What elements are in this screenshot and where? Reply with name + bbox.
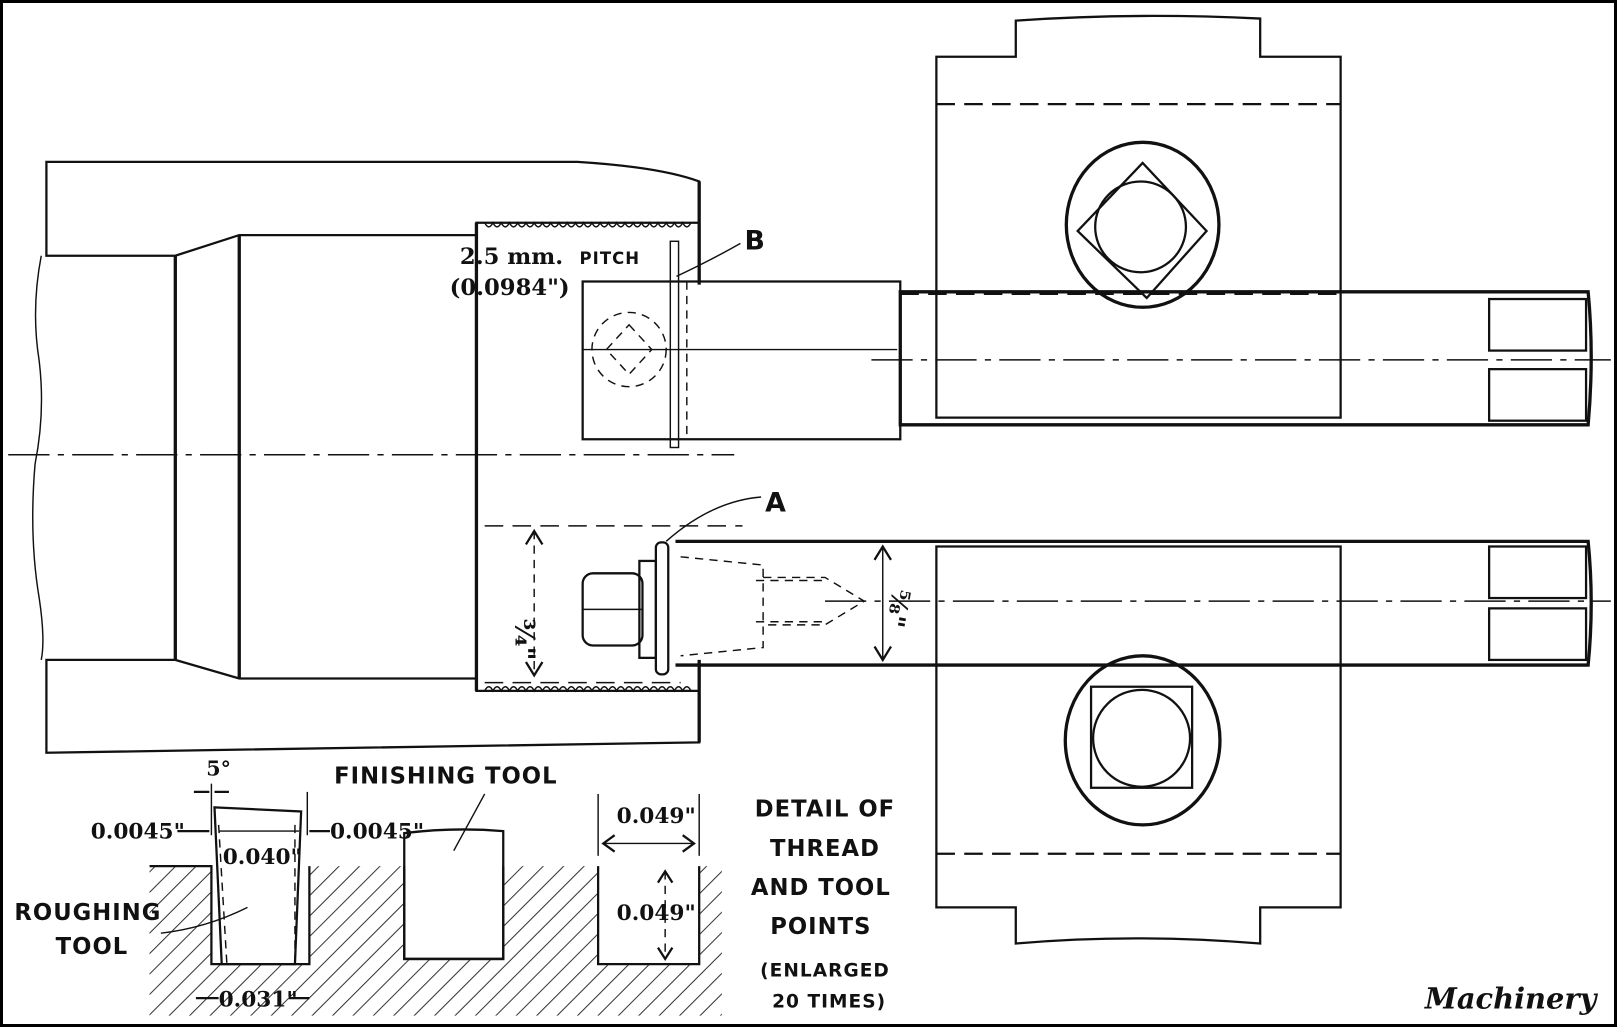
caption-line-5: (ENLARGED [760, 960, 890, 981]
upper-bar-shank [898, 290, 1593, 427]
tool-b-cutter [669, 240, 680, 449]
lower-bar-shank [675, 539, 1593, 667]
internal-thread-top [484, 221, 692, 228]
lower-clamp-screw [1091, 688, 1192, 788]
upper-boring-bar: B [581, 226, 1611, 449]
finishing-tool-label: FINISHING TOOL [334, 764, 557, 790]
upper-tool-holder [900, 14, 1342, 419]
roughing-tool [213, 806, 303, 966]
pitch-inches: (0.0984") [450, 275, 570, 301]
workpiece-top-wall [45, 160, 701, 257]
caption-line-6: 20 TIMES) [772, 991, 886, 1012]
internal-thread-bottom [484, 686, 692, 693]
upper-bar-end-flat-2 [1487, 368, 1588, 422]
hidden-screw-circle [591, 311, 667, 388]
detail-thread-depth: 0.049" [617, 901, 696, 926]
pitch-unit: PITCH [580, 249, 641, 268]
detail-clearance-right: 0.0045" [330, 819, 424, 844]
lower-boring-bar: ¾" ⅝" A [484, 487, 1611, 684]
finishing-tool [403, 828, 505, 961]
callout-a-leader [665, 496, 762, 542]
thread-detail: 5° 0.0045" 0.0045" 0.040" 0.031" ROUGHIN… [14, 756, 722, 1016]
upper-bar-end-flat-1 [1487, 297, 1588, 352]
detail-tool-bottom-width: 0.031" [219, 987, 298, 1012]
caption-line-1: DETAIL OF [755, 797, 895, 823]
dim-five-eighth: ⅝" [880, 587, 915, 630]
callout-b-leader [676, 242, 741, 277]
detail-thread-width: 0.049" [617, 804, 696, 829]
upper-bar-head [581, 280, 902, 441]
callout-a: A [765, 487, 787, 518]
pitch-value: 2.5 mm. [460, 244, 563, 270]
workpiece-bottom-wall [45, 658, 701, 754]
hidden-screw-square [605, 323, 653, 376]
detail-angle: 5° [206, 756, 231, 780]
publisher-mark: Machinery [1424, 981, 1599, 1015]
lower-clamp-collar [1063, 654, 1222, 827]
upper-clamp-diamond [1076, 161, 1209, 300]
workpiece-section [8, 160, 735, 754]
roughing-tool-label-2: TOOL [56, 934, 129, 960]
lower-tool-holder [900, 545, 1342, 945]
break-line [32, 255, 44, 661]
caption-line-2: THREAD [770, 836, 880, 862]
caption-line-3: AND TOOL [751, 875, 891, 901]
tool-a-cutter [654, 541, 670, 676]
detail-tool-top-width: 0.040" [223, 845, 302, 870]
caption-line-4: POINTS [770, 914, 871, 940]
dim-three-quarter: ¾" [509, 619, 540, 661]
roughing-tool-label-1: ROUGHING [14, 900, 161, 926]
detail-caption: DETAIL OF THREAD AND TOOL POINTS (ENLARG… [751, 797, 895, 1013]
upper-clamp-collar [1064, 140, 1221, 309]
callout-b: B [745, 226, 766, 257]
upper-clamp-screw [1094, 180, 1188, 274]
detail-clearance-left: 0.0045" [91, 819, 185, 844]
